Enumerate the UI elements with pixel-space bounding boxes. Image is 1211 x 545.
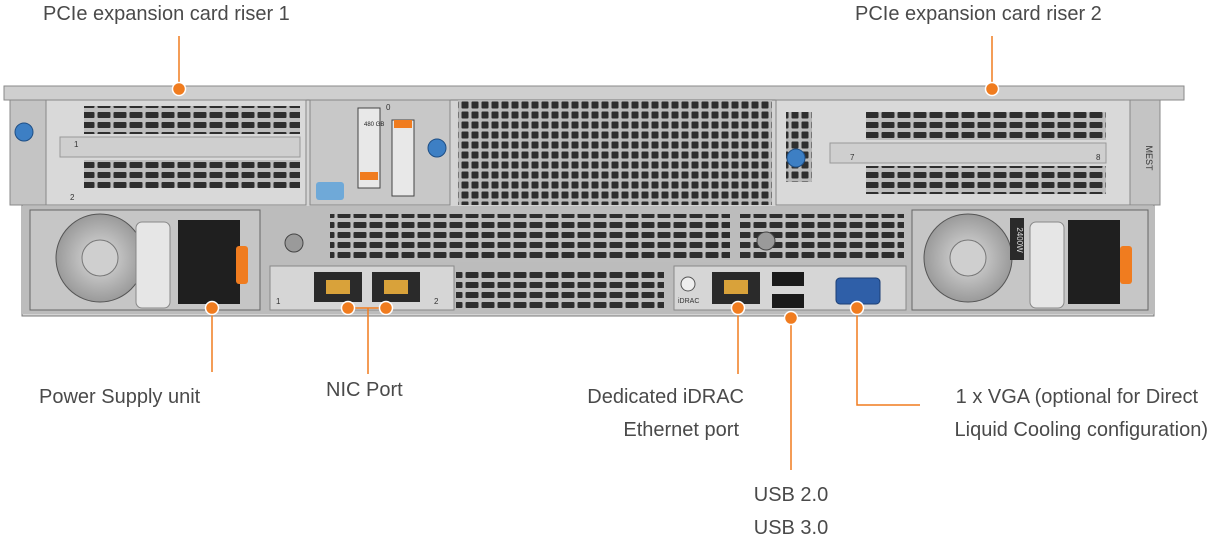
drive-release-latch[interactable] (394, 120, 412, 128)
fan-icon (949, 239, 987, 277)
slot-8-text: 8 (1096, 153, 1101, 162)
blue-latch-icon[interactable] (316, 182, 344, 200)
lower-vent-grid (456, 270, 664, 308)
label-riser-1: PCIe expansion card riser 1 (43, 3, 290, 25)
leader-nic (348, 307, 386, 374)
drive-bay-0[interactable] (357, 107, 381, 189)
vga-port[interactable] (835, 277, 881, 305)
psu-rating-text: 2400W (1015, 227, 1024, 253)
rear-drive-bays: 0 480 GB (309, 99, 451, 206)
thumbscrew-icon[interactable] (14, 122, 34, 142)
lower-vent-grid (330, 214, 730, 262)
callout-dots (171, 81, 1000, 326)
drive-capacity-text: 480 GB (364, 122, 384, 128)
usb-3-port[interactable] (772, 294, 804, 308)
power-supply-unit-2: 2400W (911, 209, 1149, 311)
psu-release-latch[interactable] (236, 246, 248, 284)
drive-bay-1[interactable] (391, 119, 415, 197)
thumbscrew-icon[interactable] (786, 148, 806, 168)
label-idrac-port: Dedicated iDRAC Ethernet port (587, 386, 744, 441)
callout-dot-nic-2 (378, 300, 394, 316)
label-power-supply: Power Supply unit (39, 386, 201, 408)
thumbscrew-icon[interactable] (427, 138, 447, 158)
power-inlet[interactable] (1068, 220, 1120, 304)
label-nic-port: NIC Port (326, 379, 403, 401)
callout-dot-vga (849, 300, 865, 316)
slot-2-text: 2 (70, 193, 75, 202)
power-inlet[interactable] (178, 220, 240, 304)
callout-dot-idrac (730, 300, 746, 316)
label-usb: USB 2.0 USB 3.0 (753, 484, 829, 539)
drive-release-latch[interactable] (360, 172, 378, 180)
id-button[interactable] (680, 276, 696, 292)
label-riser-2: PCIe expansion card riser 2 (855, 3, 1102, 25)
slot-7-text: 7 (850, 153, 855, 162)
pcie-riser-1: 1 2 (14, 99, 307, 206)
nic-2-text: 2 (434, 297, 439, 306)
fan-icon (81, 239, 119, 277)
pcie-riser-2: 7 8 (775, 99, 1131, 206)
label-vga: 1 x VGA (optional for Direct Liquid Cool… (954, 386, 1209, 441)
brand-tab-text: MEST (1144, 145, 1154, 171)
psu-handle[interactable] (1029, 221, 1065, 309)
psu-release-latch[interactable] (1120, 246, 1132, 284)
slot-1-text: 1 (74, 140, 79, 149)
usb-2-port[interactable] (772, 272, 804, 286)
power-supply-unit-1 (29, 209, 261, 311)
callout-dot-nic-1 (340, 300, 356, 316)
center-vent-grid (458, 100, 772, 205)
callout-dot-psu (204, 300, 220, 316)
nic-1-text: 1 (276, 297, 281, 306)
leader-vga (856, 308, 920, 406)
callout-dot-usb (783, 310, 799, 326)
callout-dot-riser-2 (984, 81, 1000, 97)
io-panel: 1 2 iDRAC (269, 265, 907, 311)
psu-handle[interactable] (135, 221, 171, 309)
callout-dot-riser-1 (171, 81, 187, 97)
idrac-tag-text: iDRAC (678, 298, 699, 305)
bay-0-text: 0 (386, 103, 391, 112)
